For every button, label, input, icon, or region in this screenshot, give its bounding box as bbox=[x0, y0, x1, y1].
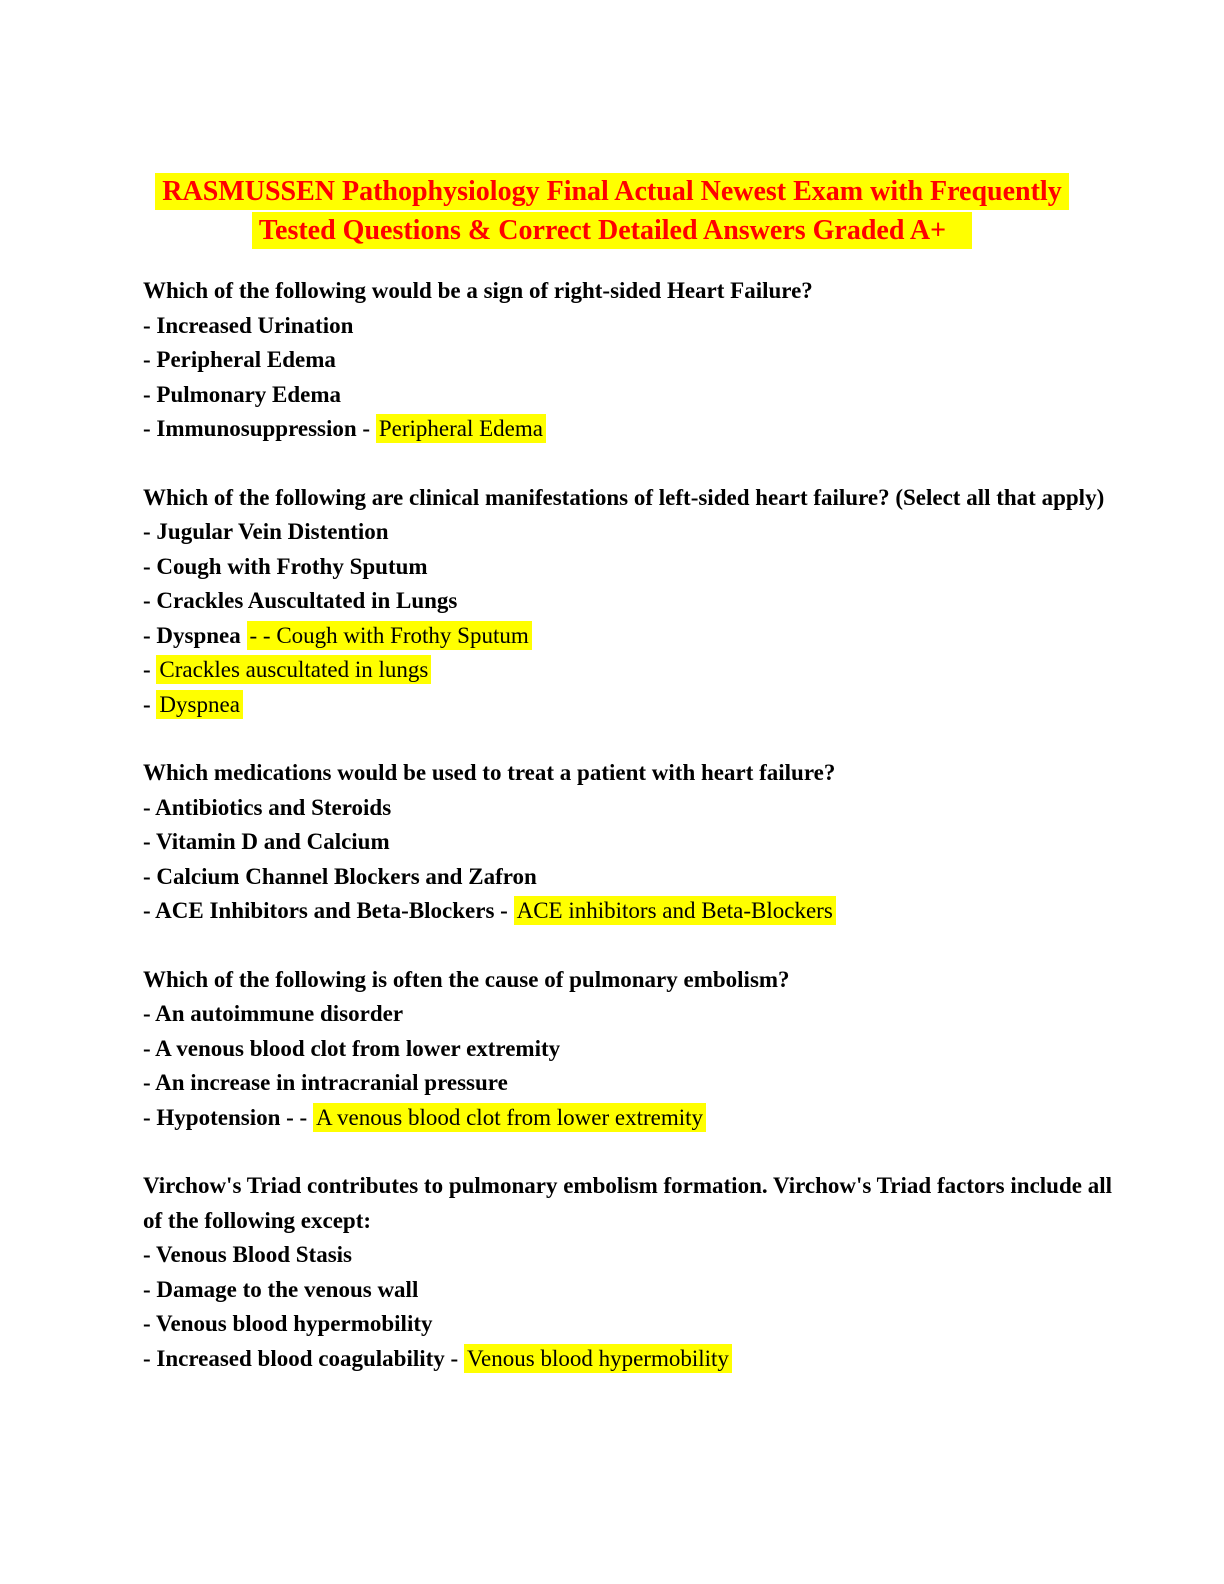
question-block: Which of the following is often the caus… bbox=[143, 963, 1123, 1136]
highlighted-answer: - - Cough with Frothy Sputum bbox=[246, 620, 532, 650]
option-line: - ACE Inhibitors and Beta-Blockers - ACE… bbox=[143, 894, 1123, 929]
option-line: - Antibiotics and Steroids bbox=[143, 791, 1123, 826]
option-line: - Venous blood hypermobility bbox=[143, 1307, 1123, 1342]
highlighted-answer: Peripheral Edema bbox=[375, 414, 546, 443]
option-line: - A venous blood clot from lower extremi… bbox=[143, 1032, 1123, 1067]
option-line: - Venous Blood Stasis bbox=[143, 1238, 1123, 1273]
highlighted-answer: Dyspnea bbox=[156, 689, 243, 719]
option-text: - Increased Urination bbox=[143, 312, 354, 338]
option-text: - Vitamin D and Calcium bbox=[143, 829, 390, 854]
question-text: Virchow's Triad contributes to pulmonary… bbox=[143, 1173, 1112, 1233]
option-line: - Dyspnea bbox=[143, 688, 1123, 723]
question-block: Virchow's Triad contributes to pulmonary… bbox=[143, 1169, 1123, 1376]
option-line: - Damage to the venous wall bbox=[143, 1273, 1123, 1308]
highlighted-answer: Crackles auscultated in lungs bbox=[156, 655, 432, 684]
option-text: - Peripheral Edema bbox=[143, 347, 336, 372]
highlighted-answer: A venous blood clot from lower extremity bbox=[312, 1102, 707, 1132]
option-line: - Hypotension - - A venous blood clot fr… bbox=[143, 1101, 1123, 1136]
exam-title-line-1: RASMUSSEN Pathophysiology Final Actual N… bbox=[155, 173, 1069, 210]
option-text: - Increased blood coagulability - bbox=[143, 1345, 464, 1371]
highlighted-answer: ACE inhibitors and Beta-Blockers bbox=[513, 896, 836, 925]
option-text: - bbox=[143, 657, 157, 682]
exam-title: RASMUSSEN Pathophysiology Final Actual N… bbox=[143, 172, 1081, 250]
option-text: - Immunosuppression - bbox=[143, 416, 376, 441]
option-text: - Pulmonary Edema bbox=[143, 381, 342, 407]
question-block: Which medications would be used to treat… bbox=[143, 756, 1123, 929]
option-text: - ACE Inhibitors and Beta-Blockers - bbox=[143, 898, 514, 923]
option-text: - Jugular Vein Distention bbox=[143, 519, 389, 544]
option-line: - Jugular Vein Distention bbox=[143, 515, 1123, 550]
option-text: - An increase in intracranial pressure bbox=[143, 1070, 508, 1095]
option-line: - An increase in intracranial pressure bbox=[143, 1066, 1123, 1101]
option-text: - Damage to the venous wall bbox=[143, 1276, 419, 1302]
option-text: - bbox=[143, 691, 157, 717]
question-text: Which of the following is often the caus… bbox=[143, 966, 790, 992]
exam-title-line-2: Tested Questions & Correct Detailed Answ… bbox=[251, 212, 973, 249]
question-block: Which of the following would be a sign o… bbox=[143, 274, 1123, 447]
option-line: - Cough with Frothy Sputum bbox=[143, 550, 1123, 585]
option-text: - Calcium Channel Blockers and Zafron bbox=[143, 863, 537, 889]
option-text: - Cough with Frothy Sputum bbox=[143, 553, 428, 579]
option-line: - Crackles auscultated in lungs bbox=[143, 653, 1123, 688]
option-line: - An autoimmune disorder bbox=[143, 997, 1123, 1032]
option-line: - Calcium Channel Blockers and Zafron bbox=[143, 860, 1123, 895]
option-text: - Antibiotics and Steroids bbox=[143, 794, 392, 820]
option-text: - Hypotension - - bbox=[143, 1104, 313, 1130]
option-text: - An autoimmune disorder bbox=[143, 1001, 404, 1026]
option-line: - Immunosuppression - Peripheral Edema bbox=[143, 412, 1123, 447]
question-text: Which medications would be used to treat… bbox=[143, 760, 836, 785]
question-text: Which of the following are clinical mani… bbox=[143, 484, 1105, 510]
option-line: - Pulmonary Edema bbox=[143, 378, 1123, 413]
highlighted-answer: Venous blood hypermobility bbox=[463, 1343, 732, 1373]
option-line: - Dyspnea - - Cough with Frothy Sputum bbox=[143, 619, 1123, 654]
question-block: Which of the following are clinical mani… bbox=[143, 481, 1123, 723]
option-text: - Venous blood hypermobility bbox=[143, 1311, 433, 1336]
option-line: - Peripheral Edema bbox=[143, 343, 1123, 378]
question-text: Which of the following would be a sign o… bbox=[143, 278, 813, 303]
option-text: - Dyspnea bbox=[143, 622, 247, 648]
option-text: - Crackles Auscultated in Lungs bbox=[143, 588, 458, 613]
option-text: - A venous blood clot from lower extremi… bbox=[143, 1035, 561, 1061]
option-line: - Increased blood coagulability - Venous… bbox=[143, 1342, 1123, 1377]
option-text: - Venous Blood Stasis bbox=[143, 1242, 352, 1267]
option-line: - Increased Urination bbox=[143, 309, 1123, 344]
option-line: - Crackles Auscultated in Lungs bbox=[143, 584, 1123, 619]
option-line: - Vitamin D and Calcium bbox=[143, 825, 1123, 860]
